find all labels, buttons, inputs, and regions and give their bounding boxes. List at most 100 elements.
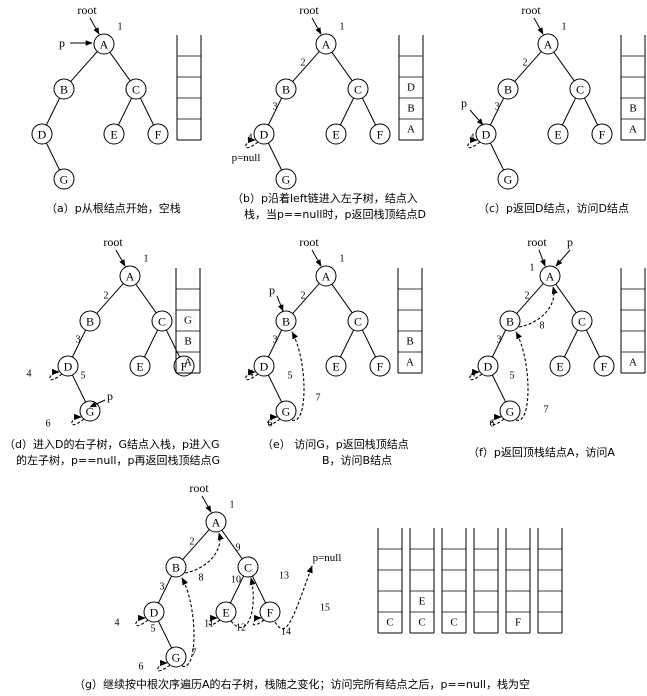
stack-item-C-g2: C: [418, 617, 425, 629]
edge-c-BD: [489, 97, 505, 126]
root-label-g: root: [189, 481, 209, 495]
step-13-g: 13: [279, 571, 289, 582]
node-D-f: [477, 355, 499, 377]
node-label-E-f: E: [556, 360, 563, 374]
node-label-E-a: E: [110, 128, 117, 142]
caption-a: （a）p从根结点开始，空栈: [46, 202, 181, 215]
node-G-f: [499, 400, 521, 422]
node-C-a: [125, 78, 147, 100]
step-1-f: 1: [530, 263, 535, 274]
node-B-g: [165, 556, 187, 578]
node-D-a: [31, 123, 53, 145]
node-F-a: [147, 123, 169, 145]
loop-D-d: [49, 368, 63, 381]
step-8-g: 8: [199, 573, 204, 584]
node-G-g: [165, 646, 187, 668]
stack-item-G-d: G: [184, 315, 192, 327]
caption-d-line1: （d）进入D的右子树，G结点入栈，p进入G: [4, 438, 220, 451]
edge-c-CE: [561, 97, 577, 126]
loop-F-g: [252, 614, 265, 626]
edge-e-CE: [339, 329, 355, 358]
step-6-d: 6: [46, 419, 51, 430]
p-label-e: p: [269, 283, 275, 297]
node-E-g: [215, 601, 237, 623]
node-E-c: [547, 123, 569, 145]
step-6-e: 6: [268, 419, 273, 430]
edge-e-DG: [267, 374, 283, 403]
step-2-g: 2: [190, 537, 195, 548]
node-B-b: [275, 78, 297, 100]
step-1-e: 1: [340, 254, 345, 265]
p-arrow-f: [555, 249, 571, 267]
step-3-g: 3: [160, 582, 165, 593]
edge-e-BD: [267, 329, 283, 358]
step-2-d: 2: [104, 291, 109, 302]
node-label-D-e: D: [260, 360, 269, 374]
node-label-B-e: B: [282, 315, 290, 329]
node-label-F-d: F: [181, 360, 188, 374]
node-D-b: [253, 123, 275, 145]
stack-item-E-g2: E: [419, 596, 426, 608]
node-C-e: [347, 310, 369, 332]
step-2-e: 2: [301, 291, 306, 302]
node-G-a: [53, 168, 75, 190]
step-2-f: 2: [525, 291, 530, 302]
edge-g-CE: [229, 575, 245, 604]
edge-b-BD: [267, 97, 283, 126]
edge-a-CE: [117, 97, 133, 126]
p-label-a: p: [59, 36, 65, 50]
node-label-A-c: A: [544, 38, 553, 52]
node-label-A-b: A: [322, 38, 331, 52]
edge-d-CF: [165, 329, 181, 358]
return-B-to-A-g: [184, 532, 224, 574]
stack-item-A-d: A: [184, 357, 192, 369]
node-C-c: [569, 78, 591, 100]
edge-d-AC: [135, 283, 157, 314]
node-label-A-a: A: [100, 38, 109, 52]
node-label-E-g: E: [222, 606, 229, 620]
step-5-e: 5: [288, 371, 293, 382]
edge-f-AB: [516, 283, 544, 314]
step-4-e: 4: [249, 369, 254, 380]
step-8-f: 8: [540, 321, 545, 332]
node-B-a: [53, 78, 75, 100]
edge-a-AC: [109, 51, 131, 82]
node-C-g: [237, 556, 259, 578]
step-3-f: 3: [497, 335, 502, 346]
stack-item-C-g3: C: [450, 617, 457, 629]
edge-b-CF: [361, 97, 377, 126]
node-label-F-a: F: [155, 128, 162, 142]
node-C-f: [571, 310, 593, 332]
step-2-c: 2: [523, 58, 528, 69]
node-A-d: [119, 265, 141, 287]
caption-e-line2: B，访问B结点: [322, 454, 393, 467]
root-label-d: root: [103, 235, 123, 249]
p-label-f: p: [567, 235, 573, 249]
edge-f-CF: [585, 329, 601, 358]
node-label-C-d: C: [158, 315, 166, 329]
edge-f-AC: [555, 283, 577, 314]
node-label-G-d: G: [86, 405, 95, 419]
edge-b-AC: [331, 51, 353, 82]
node-label-E-d: E: [136, 360, 143, 374]
edge-a-DG: [45, 142, 61, 171]
stack-item-C-g1: C: [386, 617, 393, 629]
node-label-D-c: D: [482, 128, 491, 142]
root-arrow-g: [201, 495, 212, 513]
stack-item-A-b: A: [407, 124, 415, 136]
step-1-d: 1: [144, 254, 149, 265]
node-E-d: [129, 355, 151, 377]
node-label-C-c: C: [576, 83, 584, 97]
edge-c-AC: [553, 51, 575, 82]
pnull-label-b: p=null: [232, 152, 261, 164]
root-label-e: root: [299, 235, 319, 249]
step-3-e: 3: [273, 335, 278, 346]
node-F-d: [173, 355, 195, 377]
node-F-f: [593, 355, 615, 377]
node-A-b: [315, 33, 337, 55]
node-B-e: [275, 310, 297, 332]
caption-c: （c）p返回D结点，访问D结点: [478, 202, 629, 215]
node-label-D-b: D: [260, 128, 269, 142]
edge-b-CE: [339, 97, 355, 126]
step-14-g: 14: [281, 627, 291, 638]
